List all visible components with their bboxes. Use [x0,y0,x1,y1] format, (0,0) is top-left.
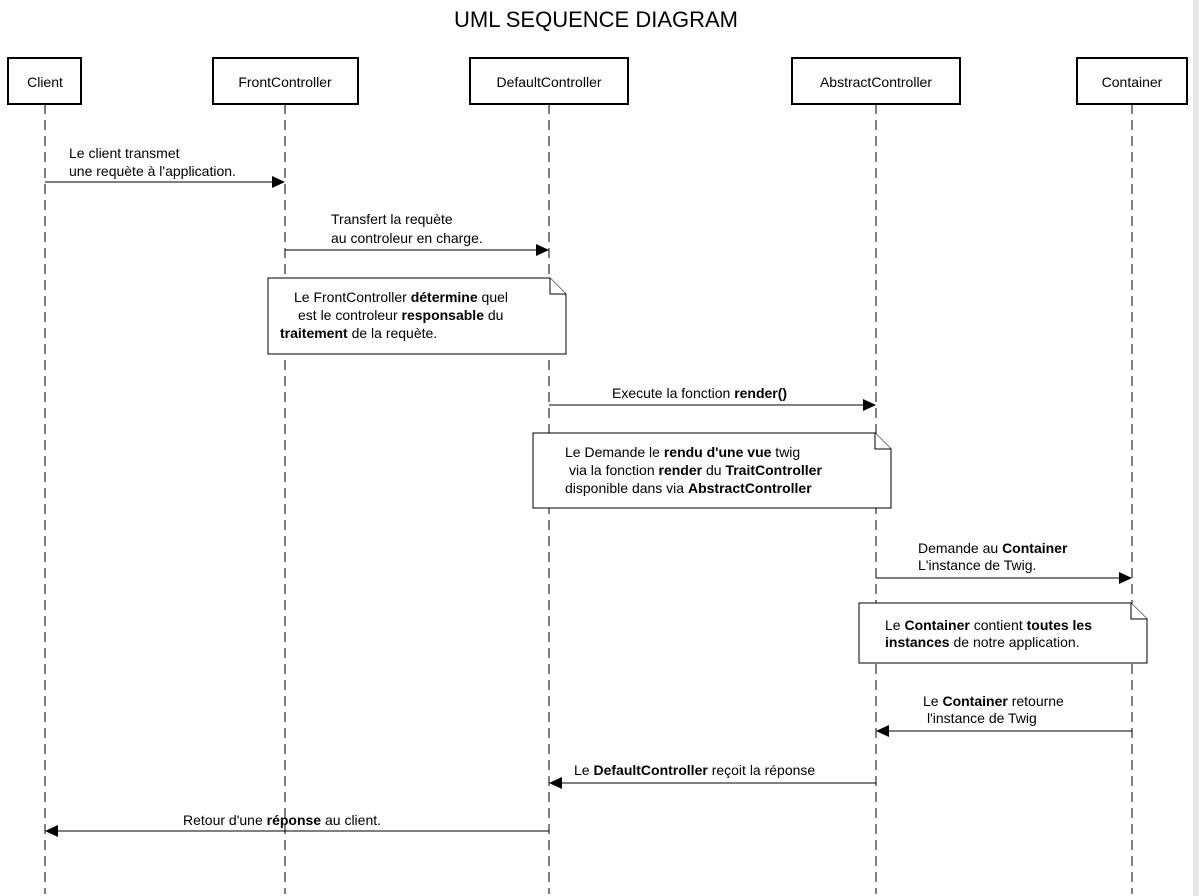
message-label: Retour d'une réponse au client. [183,812,381,828]
text-segment: de la requète. [348,325,438,341]
message-defaultcontroller-to-client: Retour d'une réponse au client. [45,812,549,837]
bold-text: render() [734,385,787,401]
bold-text: Container [942,693,1008,709]
text-segment: au controleur en charge. [331,230,483,246]
text-segment: au client. [321,812,381,828]
participant-label: Container [1102,74,1163,90]
participant-container[interactable]: Container [1076,57,1188,105]
text-segment: Demande au [918,540,1002,556]
text-segment: Le client transmet [69,145,180,161]
text-segment: l'instance de Twig [927,710,1037,726]
note-container: Le Container contient toutes les instanc… [858,602,1148,664]
note-text: Le FrontController détermine quel est le… [280,289,512,341]
bold-text: TraitController [725,462,822,478]
text-segment: de notre application. [950,634,1080,650]
arrow-head [863,399,876,411]
text-segment: Retour d'une [183,812,267,828]
participant-abstractcontroller[interactable]: AbstractController [791,57,961,105]
bold-text: toutes les [1027,617,1093,633]
note-defaultcontroller: Le Demande le rendu d'une vue twig via l… [532,432,892,509]
arrow-head [549,777,562,789]
bold-text: render [659,462,703,478]
bold-text: rendu d'une vue [664,444,772,460]
text-segment: contient [970,617,1027,633]
message-abstractcontroller-to-defaultcontroller: Le DefaultController reçoit la réponse [549,762,876,789]
text-segment: du [484,307,503,323]
participant-label: Client [27,74,63,90]
bold-text: AbstractController [688,480,812,496]
message-client-to-frontcontroller: Le client transmet une requète à l'appli… [45,145,285,188]
text-segment: Le Demande le [565,444,664,460]
text-segment: Le [923,693,942,709]
text-segment: Execute la fonction [612,385,734,401]
participant-defaultcontroller[interactable]: DefaultController [469,57,629,105]
text-segment: reçoit la réponse [708,762,816,778]
participant-client[interactable]: Client [7,57,82,105]
participant-label: FrontController [238,74,332,90]
diagram-title: UML SEQUENCE DIAGRAM [454,7,738,32]
text-segment: retourne [1008,693,1064,709]
window-edge [1193,0,1199,896]
text-segment: Le [574,762,593,778]
arrow-head [1119,572,1132,584]
arrow-head [876,725,889,737]
arrow-head [45,825,58,837]
message-label: Transfert la requète au controleur en ch… [331,211,483,246]
message-label: Demande au Container L'instance de Twig. [918,540,1071,573]
arrow-head [272,176,285,188]
text-segment: Le [885,617,904,633]
text-segment: Transfert la requète [331,211,453,227]
message-container-to-abstractcontroller: Le Container retourne l'instance de Twig [876,693,1132,737]
bold-text: détermine [411,289,478,305]
message-defaultcontroller-to-abstractcontroller: Execute la fonction render() [549,385,876,411]
bold-text: Container [904,617,970,633]
message-frontcontroller-to-defaultcontroller: Transfert la requète au controleur en ch… [285,211,549,256]
bold-text: instances [885,634,950,650]
note-text: Le Demande le rendu d'une vue twig via l… [565,444,826,496]
text-segment: Le FrontController [294,289,411,305]
arrow-head [536,244,549,256]
bold-text: Container [1002,540,1068,556]
text-segment: twig [771,444,800,460]
text-segment: est le controleur [298,307,402,323]
text-segment: via la fonction [569,462,659,478]
text-segment: L'instance de Twig. [918,557,1036,573]
message-label: Le client transmet une requète à l'appli… [69,145,236,179]
note-frontcontroller: Le FrontController détermine quel est le… [267,277,567,355]
participant-frontcontroller[interactable]: FrontController [212,57,359,105]
bold-text: DefaultController [593,762,708,778]
message-abstractcontroller-to-container: Demande au Container L'instance de Twig. [876,540,1132,584]
message-label: Execute la fonction render() [612,385,787,401]
text-segment: du [702,462,725,478]
message-label: Le Container retourne l'instance de Twig [923,693,1068,726]
text-segment: disponible dans via [565,480,688,496]
bold-text: réponse [267,812,322,828]
text-segment: une requète à l'application. [69,163,236,179]
message-label: Le DefaultController reçoit la réponse [574,762,815,778]
note-text: Le Container contient toutes les instanc… [885,617,1096,650]
bold-text: responsable [402,307,485,323]
bold-text: traitement [280,325,348,341]
participant-label: AbstractController [820,74,932,90]
text-segment: quel [478,289,508,305]
participant-label: DefaultController [496,74,601,90]
